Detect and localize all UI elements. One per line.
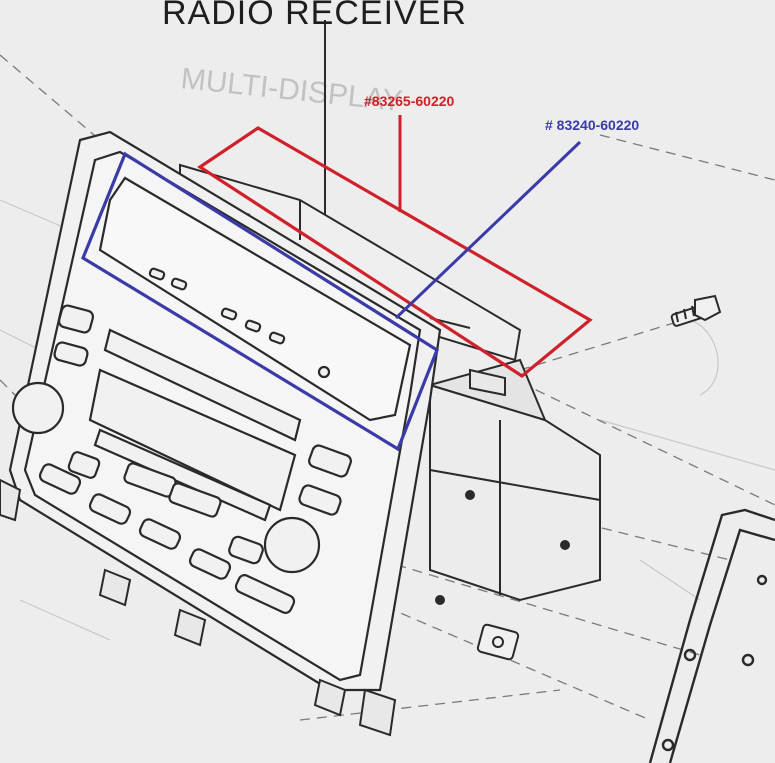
blue-part-number-label: # 83240-60220 — [545, 117, 639, 133]
front-faceplate — [8, 130, 442, 692]
blue-callout-group: # 83240-60220 — [81, 117, 639, 452]
receiver-chassis — [426, 358, 601, 605]
dashed-assembly-lines — [0, 54, 775, 721]
mounting-screw — [670, 294, 722, 327]
blue-leader-line — [394, 140, 582, 320]
chassis-screw — [476, 623, 520, 661]
diagram-title: RADIO RECEIVER — [162, 0, 467, 32]
side-mounting-bracket — [648, 508, 775, 763]
red-highlight-outline — [197, 126, 593, 378]
mounting-tabs — [0, 368, 506, 737]
blue-highlight-outline — [81, 151, 439, 452]
red-part-number-label: #83265-60220 — [364, 93, 455, 109]
red-callout-group: #83265-60220 — [197, 93, 593, 378]
background-label: MULTI-DISPLAY — [179, 62, 403, 118]
